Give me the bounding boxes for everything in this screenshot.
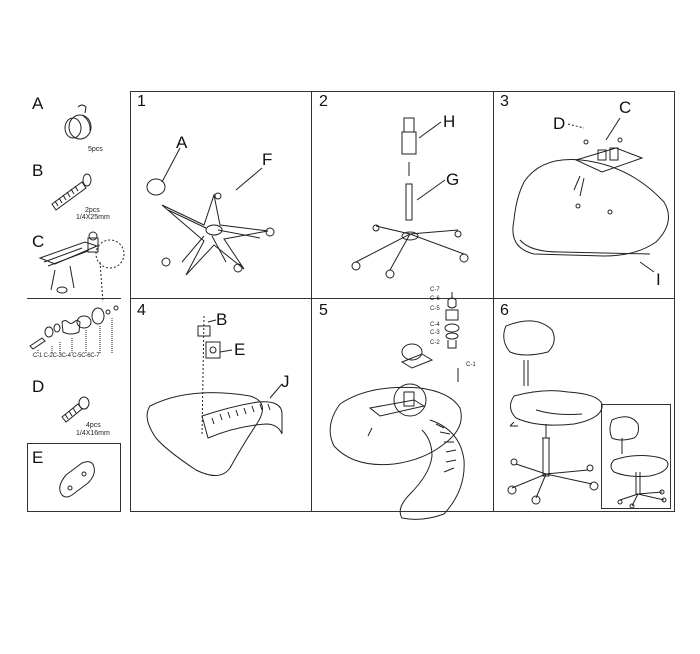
grid-vline-1 [311, 91, 312, 512]
part-d-letter: D [32, 377, 45, 396]
step-4-callout-e: E [234, 340, 246, 359]
steps-grid [130, 91, 675, 512]
step-5-number: 5 [319, 302, 328, 319]
step-2-callout-g: G [446, 170, 460, 189]
step-5-callout-c2: C-2 [430, 340, 440, 346]
step-1-number: 1 [137, 93, 146, 110]
part-d-size: 1/4X16mm [76, 430, 110, 437]
part-c-sub-labels: C-1 C-2C-3C-4 C-5C-6C-7 [33, 353, 100, 359]
step-5-callout-c1: C-1 [466, 362, 476, 368]
step-5-callout-c6: C-6 [430, 296, 440, 302]
step-1-callout-a: A [176, 133, 188, 152]
step-5-callout-c4: C-4 [430, 322, 440, 328]
part-c-letter: C [32, 232, 45, 251]
step-2-number: 2 [319, 93, 328, 110]
step-3-number: 3 [500, 93, 509, 110]
part-b-letter: B [32, 161, 44, 180]
step-6-inset-frame [601, 404, 671, 509]
grid-vline-2 [493, 91, 494, 512]
step-3-callout-i: I [656, 270, 661, 289]
step-5-callout-c5: C-5 [430, 306, 440, 312]
part-b-size: 1/4X25mm [76, 214, 110, 221]
step-5-callout-c7: C-7 [430, 287, 440, 293]
part-e-letter: E [32, 448, 44, 467]
grid-hline [130, 298, 675, 299]
step-4-callout-b: B [216, 310, 228, 329]
step-4-callout-j: J [281, 372, 290, 391]
step-4-number: 4 [137, 302, 146, 319]
part-a-letter: A [32, 94, 44, 113]
part-c-divider [27, 298, 121, 299]
step-1-callout-f: F [262, 150, 273, 169]
step-5-callout-c3: C-3 [430, 330, 440, 336]
step-3-callout-c: C [619, 98, 632, 117]
step-6-number: 6 [500, 302, 509, 319]
part-b-qty: 2pcs [85, 207, 100, 214]
part-d-qty: 4pcs [86, 422, 101, 429]
step-3-callout-d: D [553, 114, 566, 133]
step-2-callout-h: H [443, 112, 456, 131]
part-a-qty: 5pcs [88, 146, 103, 153]
